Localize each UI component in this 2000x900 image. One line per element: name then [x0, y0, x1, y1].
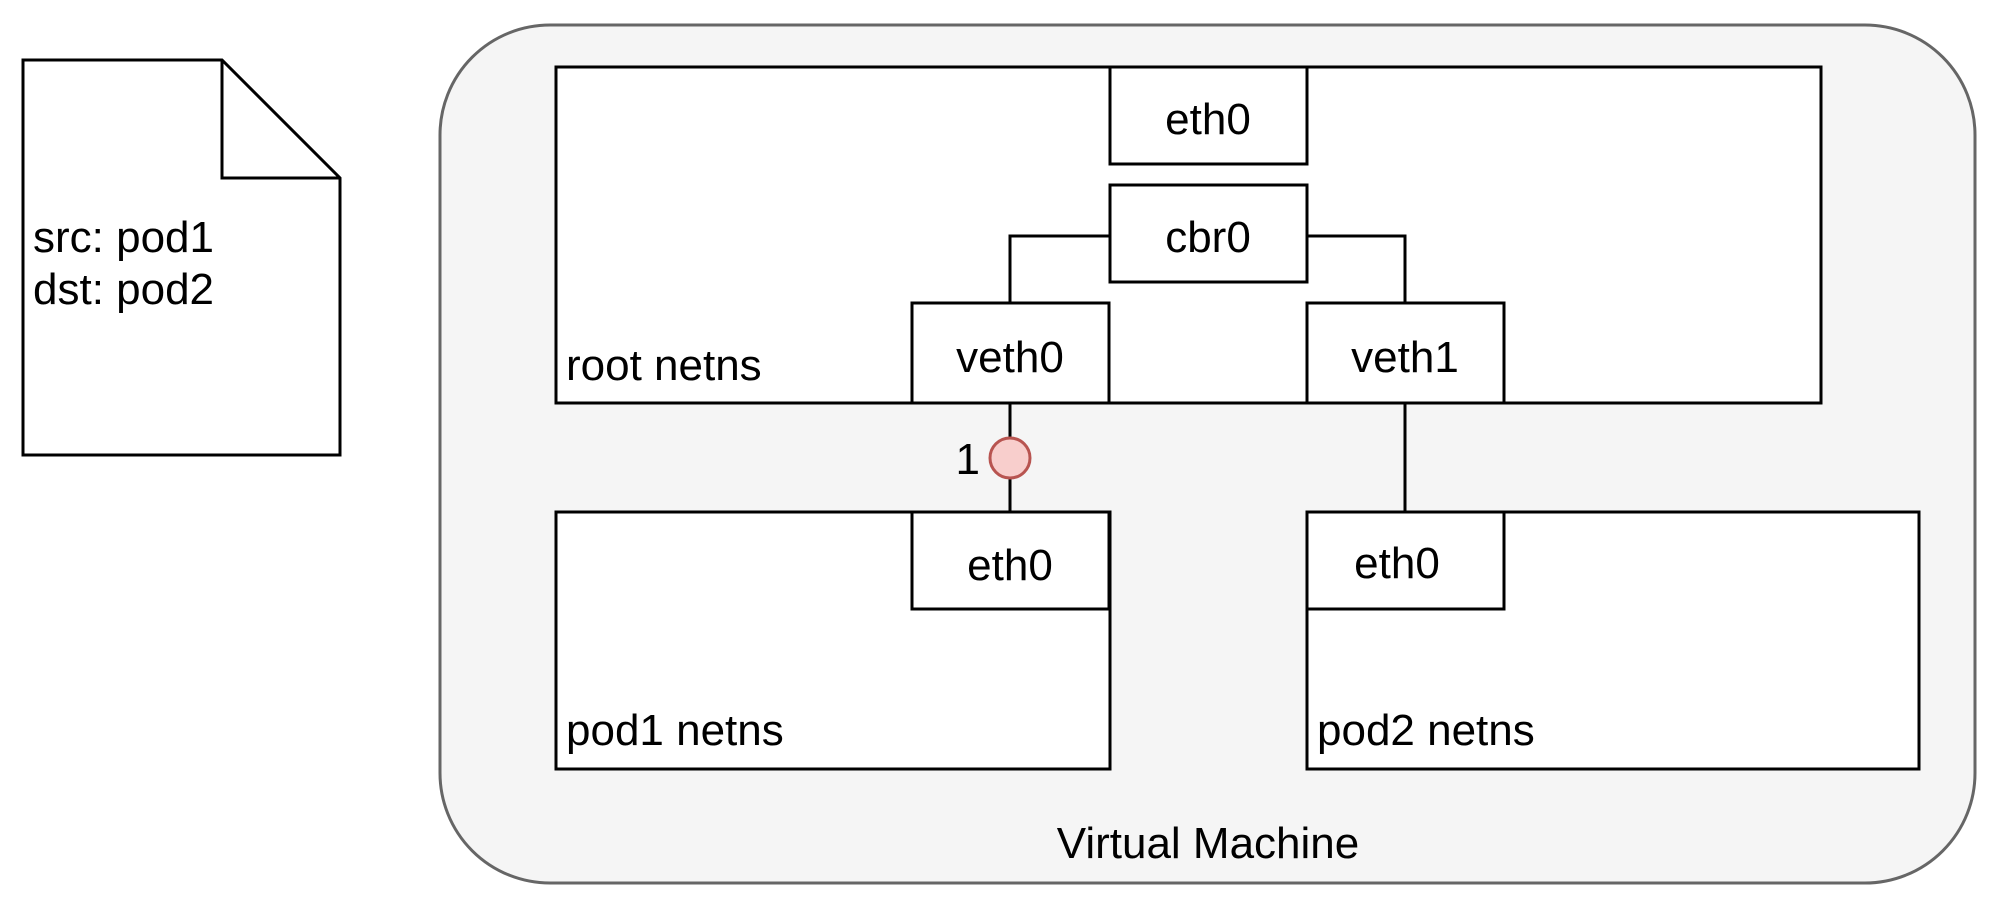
virtual-machine-label: Virtual Machine — [1057, 819, 1359, 868]
veth0: veth0 — [910, 301, 1111, 405]
cbr0-label: cbr0 — [1165, 213, 1251, 262]
step-marker-1: 1 — [956, 435, 1032, 484]
pod2-netns: pod2 netns eth0 — [1305, 510, 1921, 771]
cbr0-bridge: cbr0 — [1108, 183, 1309, 284]
pod1-eth0-box — [910, 510, 1111, 611]
veth1: veth1 — [1305, 301, 1506, 405]
cbr0-veth0-link — [1008, 234, 1110, 303]
step-marker-dot — [988, 436, 1032, 480]
root-eth0: eth0 — [1108, 65, 1309, 166]
pod1-eth0-label: eth0 — [967, 541, 1053, 590]
pod2-eth0-box — [1305, 510, 1506, 611]
root-netns-label: root netns — [566, 341, 762, 390]
pod2-eth0-label: eth0 — [1354, 539, 1440, 588]
pod2-netns-label: pod2 netns — [1317, 706, 1535, 755]
cbr0-box — [1108, 183, 1309, 284]
pod1-netns-label: pod1 netns — [566, 706, 784, 755]
pod1-netns: pod1 netns eth0 — [554, 510, 1112, 771]
packet-note-src: src: pod1 — [33, 213, 214, 262]
packet-note: src: pod1 dst: pod2 — [21, 58, 342, 457]
veth1-box — [1305, 301, 1506, 405]
packet-note-fold — [220, 60, 340, 180]
cbr0-veth1-link — [1307, 234, 1407, 303]
veth1-label: veth1 — [1351, 333, 1459, 382]
veth0-label: veth0 — [956, 333, 1064, 382]
packet-note-dst: dst: pod2 — [33, 265, 214, 314]
packet-note-shape — [21, 58, 342, 457]
root-eth0-box — [1108, 65, 1309, 166]
step-marker-number: 1 — [956, 435, 980, 484]
veth0-box — [910, 301, 1111, 405]
root-eth0-label: eth0 — [1165, 95, 1251, 144]
